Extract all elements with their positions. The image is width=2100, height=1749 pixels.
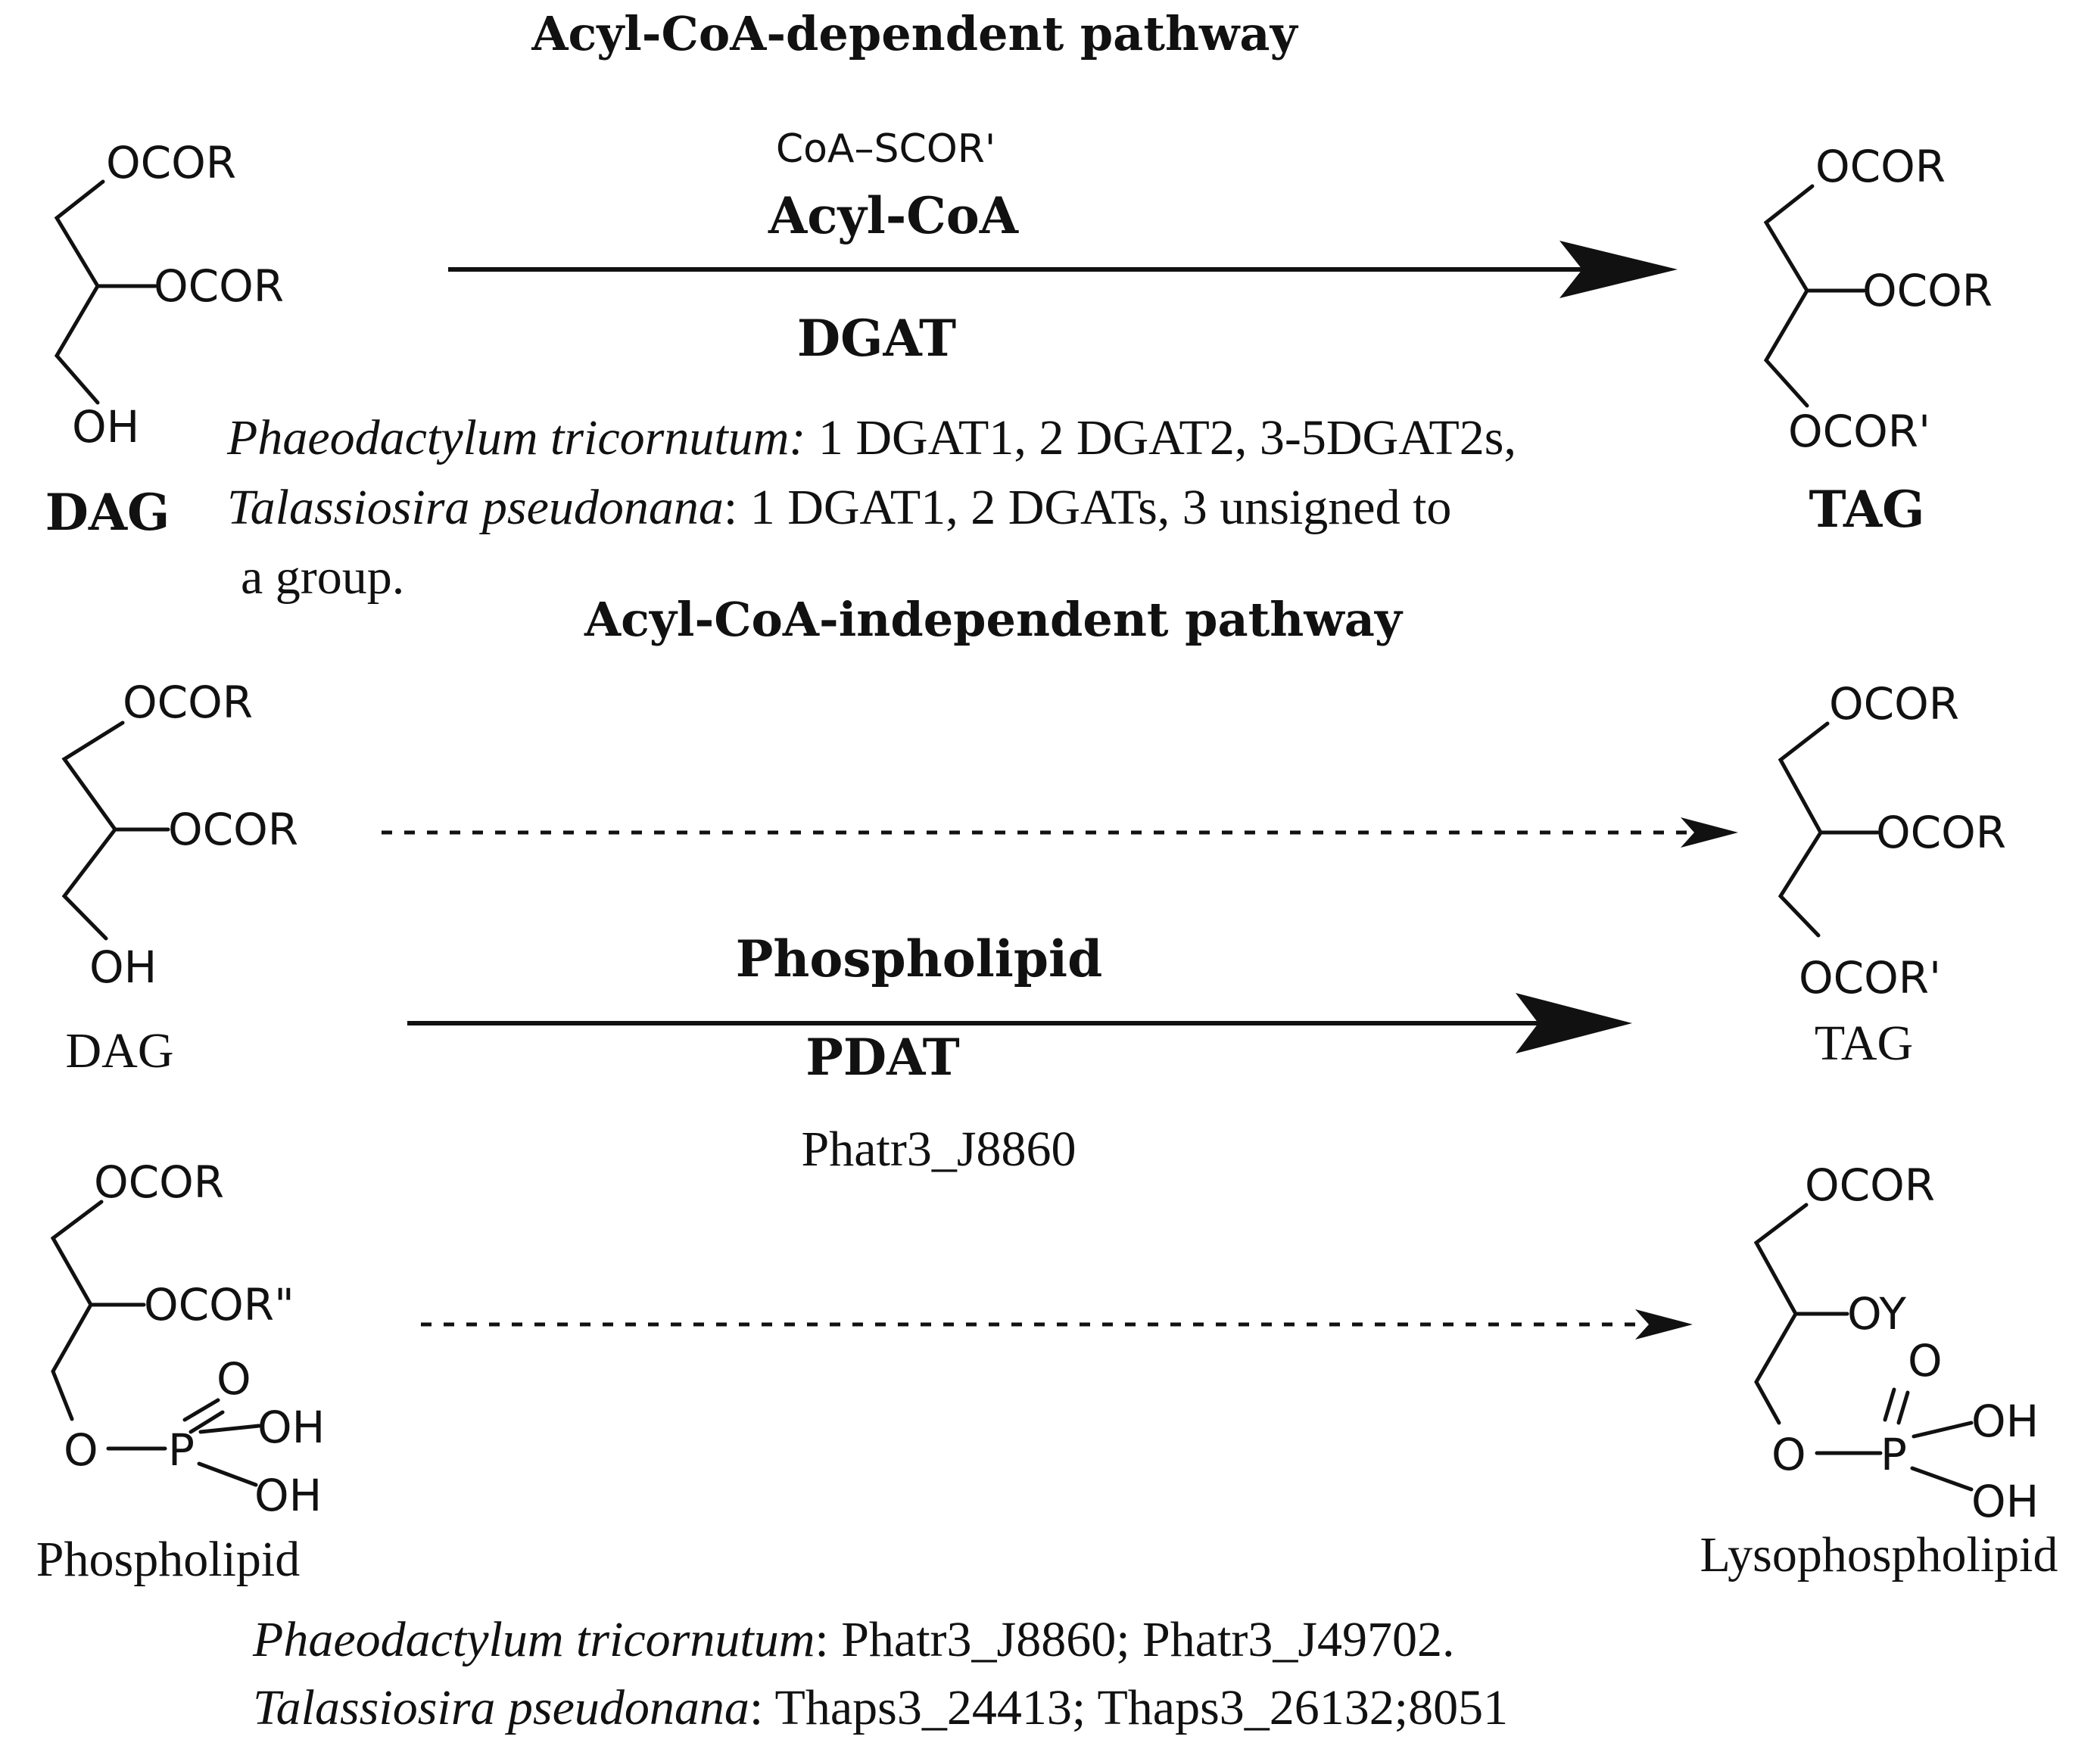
lysophospholipid-label: Lysophospholipid (1700, 1527, 2058, 1583)
pdat-enzyme-label: PDAT (805, 1028, 960, 1087)
species-talassiosira-1: Talassiosira pseudonana (227, 480, 724, 535)
lyso-oh-2: OH (1971, 1476, 2039, 1527)
lyso-oh-1: OH (1971, 1396, 2039, 1447)
dag-2-ocor-mid: OCOR (168, 804, 298, 855)
tag-structure-1: OCOR OCOR OCOR' TAG (1763, 141, 1993, 539)
pdat-species-line-2: Talassiosira pseudonana: Thaps3_24413; T… (253, 1680, 1508, 1735)
phospholipid-ocor-dprime: OCOR" (144, 1279, 294, 1330)
tag-1-backbone (1763, 184, 1815, 408)
tag-2-ocor-prime: OCOR' (1799, 952, 1941, 1004)
dag-structure-2: OCOR OCOR OH DAG (61, 677, 298, 1078)
tag-1-ocor-prime: OCOR' (1788, 406, 1930, 457)
species-phaeodactylum-2: Phaeodactylum tricornutum (252, 1612, 815, 1667)
species-phaeodactylum-1: Phaeodactylum tricornutum: (226, 410, 805, 465)
phospholipid-o: O (64, 1424, 98, 1476)
dag-structure-1: OCOR OCOR OH DAG (45, 137, 285, 542)
tag-1-label: TAG (1809, 480, 1924, 539)
dag-2-oh: OH (89, 941, 157, 993)
phospholipid-p-oh-bond-2 (197, 1461, 258, 1487)
dag-2-ocor-top: OCOR (123, 677, 253, 728)
reaction-1-arrow (448, 241, 1678, 298)
acyl-coa-formula: CoA–SCOR' (776, 126, 995, 172)
phospholipid-oh-2: OH (254, 1470, 322, 1521)
dgat-genes-phaeodactylum: 1 DGAT1, 2 DGAT2, 3-5DGAT2s, (805, 410, 1516, 465)
tag-2-ocor-mid: OCOR (1876, 807, 2006, 858)
pdat-gene-label: Phatr3_J8860 (802, 1122, 1076, 1177)
title-acyl-coa-dependent: Acyl-CoA-dependent pathway (531, 6, 1298, 61)
phospholipid-p-o-double-1 (182, 1398, 220, 1422)
dag-1-ocor-top: OCOR (106, 137, 236, 188)
dag-to-tag-dashed-arrow (382, 817, 1738, 848)
lyso-p-o-double-1 (1883, 1387, 1896, 1422)
dgat-enzyme-label: DGAT (797, 309, 956, 368)
dgat-genes-talassiosira: : 1 DGAT1, 2 DGATs, 3 unsigned to (724, 480, 1452, 535)
lyso-o: O (1771, 1429, 1806, 1480)
dgat-species-line-3: a group. (241, 549, 404, 605)
lyso-double-o: O (1908, 1335, 1943, 1386)
tag-structure-2: OCOR OCOR OCOR' TAG (1778, 678, 2006, 1071)
dgat-species-line-2: Talassiosira pseudonana: 1 DGAT1, 2 DGAT… (227, 480, 1451, 535)
pdat-genes-phaeodactylum: : Phatr3_J8860; Phatr3_J49702. (815, 1612, 1454, 1667)
lyso-p-o-double-2 (1896, 1390, 1910, 1425)
phospholipid-p: P (168, 1424, 195, 1476)
tag-2-backbone (1778, 721, 1830, 938)
dag-2-label: DAG (66, 1023, 174, 1078)
phospholipid-label: Phospholipid (36, 1532, 300, 1587)
dgat-species-line-1: Phaeodactylum tricornutum: 1 DGAT1, 2 DG… (226, 410, 1516, 465)
lyso-oy: OY (1847, 1288, 1906, 1340)
phospholipid-to-lyso-dashed-arrow (421, 1309, 1693, 1340)
dag-1-ocor-mid: OCOR (154, 260, 284, 312)
tag-1-ocor-mid: OCOR (1862, 265, 1993, 316)
phospholipid-p-oh-bond-1 (198, 1424, 261, 1434)
tag-2-ocor-top: OCOR (1829, 678, 1959, 730)
phospholipid-backbone (50, 1200, 104, 1421)
species-talassiosira-2: Talassiosira pseudonana (253, 1680, 749, 1735)
phospholipid-ocor-top: OCOR (94, 1156, 224, 1208)
phospholipid-p-o-double-2 (189, 1410, 225, 1434)
tag-1-ocor-top: OCOR (1815, 141, 1946, 192)
acyl-coa-label: Acyl-CoA (768, 186, 1019, 245)
tag-2-label: TAG (1815, 1016, 1913, 1071)
dag-1-oh: OH (72, 401, 139, 453)
phospholipid-donor-label: Phospholipid (736, 929, 1102, 988)
phospholipid-structure: OCOR OCOR" O P O OH OH Phospholipid (36, 1156, 325, 1587)
lyso-p-oh-bond-2 (1910, 1466, 1974, 1492)
phospholipid-double-o: O (217, 1353, 251, 1405)
lysophospholipid-structure: OCOR OY O O P OH OH Lysophospholipid (1700, 1159, 2058, 1583)
phospholipid-oh-1: OH (257, 1402, 325, 1453)
reaction-2-arrow (407, 993, 1632, 1053)
lyso-p-oh-bond-1 (1911, 1421, 1974, 1439)
lyso-p: P (1880, 1429, 1907, 1480)
pdat-genes-talassiosira: : Thaps3_24413; Thaps3_26132;8051 (749, 1680, 1508, 1735)
dag-1-backbone (54, 179, 105, 405)
lyso-ocor-top: OCOR (1805, 1159, 1935, 1211)
dag-1-label: DAG (45, 483, 170, 542)
pdat-species-line-1: Phaeodactylum tricornutum: Phatr3_J8860;… (252, 1612, 1455, 1667)
title-acyl-coa-independent: Acyl-CoA-independent pathway (584, 592, 1404, 647)
